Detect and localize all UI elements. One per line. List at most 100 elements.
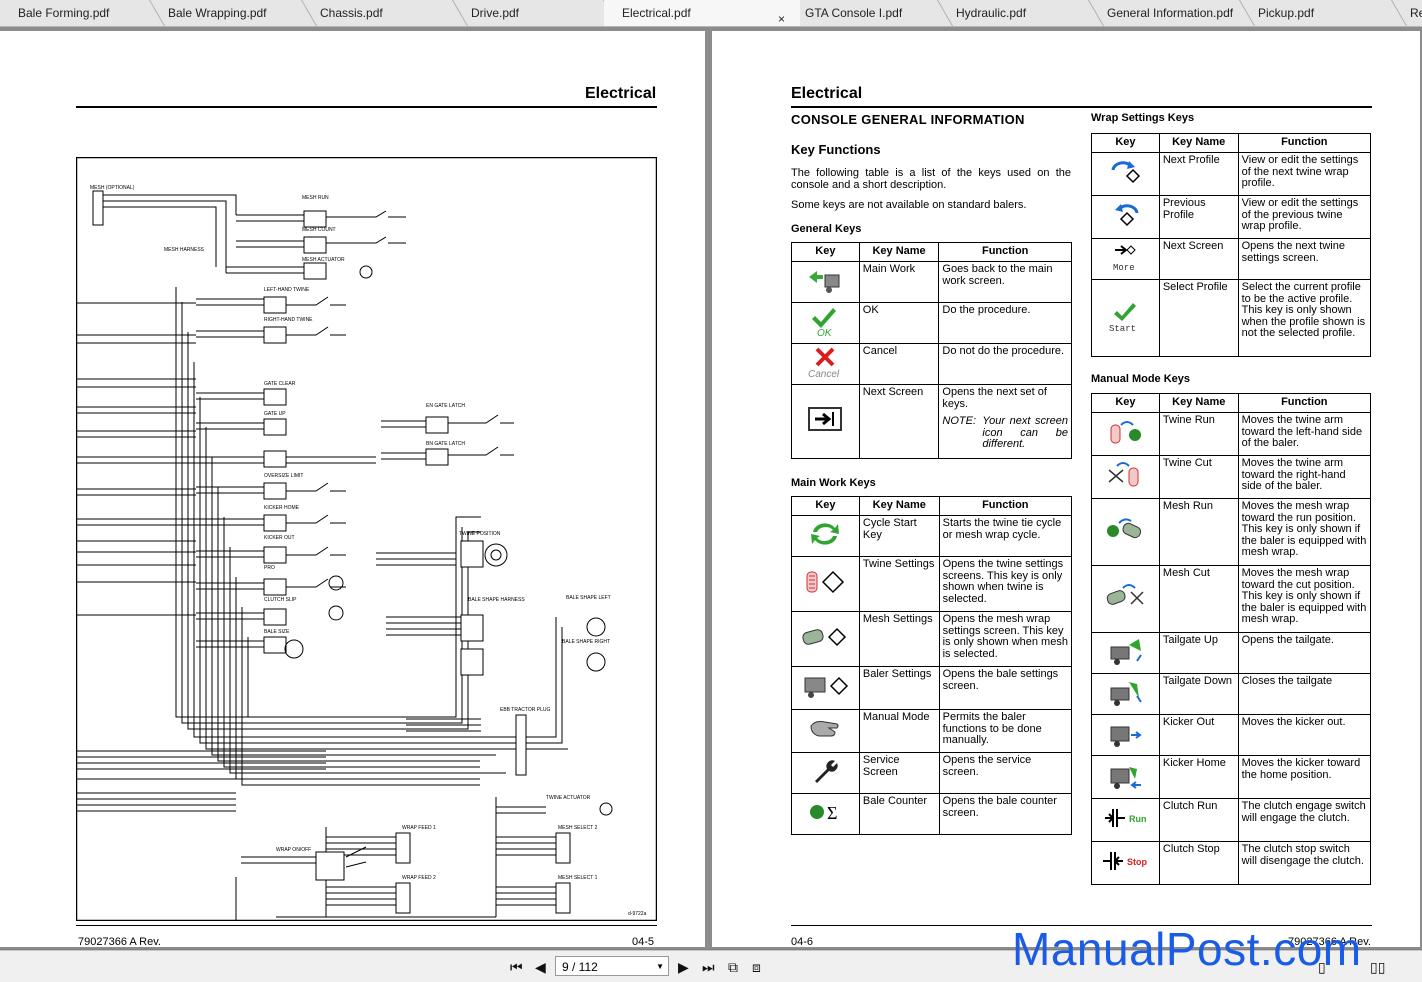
key-function: Goes back to the main work screen. bbox=[938, 261, 1072, 303]
twine-run-icon bbox=[1091, 412, 1160, 456]
table-row: Manual Mode Permits the baler functions … bbox=[791, 709, 1073, 753]
next-screen-icon bbox=[791, 384, 860, 459]
single-page-icon[interactable]: ▯ bbox=[1318, 959, 1326, 975]
tab-label: General Information.pdf bbox=[1107, 6, 1234, 20]
table-row: Main Work Goes back to the main work scr… bbox=[791, 261, 1072, 303]
manual-mode-keys-heading: Manual Mode Keys bbox=[1091, 373, 1191, 385]
key-name: Previous Profile bbox=[1158, 195, 1239, 239]
key-name: Kicker Out bbox=[1158, 714, 1239, 756]
first-page-icon[interactable]: ⏮ bbox=[510, 959, 523, 975]
next-page-icon[interactable]: ▶ bbox=[678, 959, 689, 975]
key-function: Opens the service screen. bbox=[938, 752, 1073, 794]
previous-page-icon[interactable]: ◀ bbox=[535, 959, 546, 975]
document-viewer[interactable]: Electrical bbox=[0, 27, 1422, 949]
cycle-start-icon bbox=[791, 515, 860, 557]
tab-chassis[interactable]: Chassis.pdf bbox=[302, 0, 469, 26]
key-name: Cycle Start Key bbox=[858, 515, 940, 557]
schematic-label: EN GATE LATCH bbox=[426, 403, 465, 409]
table-row: Stop Clutch Stop The clutch stop switch … bbox=[1091, 841, 1372, 885]
tab-label: Bale Wrapping.pdf bbox=[168, 6, 267, 20]
next-profile-icon bbox=[1091, 152, 1160, 196]
more-icon-text: More bbox=[1113, 263, 1135, 273]
key-function: Select the current profile to be the act… bbox=[1237, 279, 1372, 357]
key-name: Kicker Home bbox=[1158, 755, 1239, 799]
col-function: Function bbox=[1237, 133, 1372, 153]
key-function: Opens the mesh wrap settings screen. Thi… bbox=[938, 611, 1073, 667]
table-row: OK OK Do the procedure. bbox=[791, 302, 1072, 344]
key-name: Manual Mode bbox=[858, 709, 940, 753]
schematic-label: TWINE ACTUATOR bbox=[546, 795, 591, 801]
key-function: Do not do the procedure. bbox=[938, 343, 1072, 385]
header-rule bbox=[791, 106, 1372, 108]
key-name: Mesh Cut bbox=[1158, 565, 1239, 633]
tab-hydraulic[interactable]: Hydraulic.pdf bbox=[938, 0, 1105, 26]
schematic-label: RIGHT-HAND TWINE bbox=[264, 317, 313, 323]
baler-settings-icon bbox=[791, 666, 860, 710]
tab-label: Bale Forming.pdf bbox=[18, 6, 110, 20]
key-function: Opens the next twine settings screen. bbox=[1237, 238, 1372, 280]
cancel-icon-text: Cancel bbox=[808, 369, 840, 379]
two-page-icon[interactable]: ▯▯ bbox=[1370, 959, 1386, 975]
schematic-label: WRAP ON/OFF bbox=[276, 847, 311, 853]
tab-electrical[interactable]: Electrical.pdf× bbox=[604, 0, 800, 26]
table-row: Next Screen Opens the next set of keys. … bbox=[791, 384, 1072, 459]
kicker-home-icon bbox=[1091, 755, 1160, 799]
tab-gta-console[interactable]: GTA Console I.pdf bbox=[787, 0, 954, 26]
key-name: OK bbox=[858, 302, 940, 344]
tab-bale-wrapping[interactable]: Bale Wrapping.pdf bbox=[150, 0, 318, 26]
key-name: Service Screen bbox=[858, 752, 940, 794]
figure-id: d-9722a bbox=[628, 911, 647, 917]
page-title: Electrical bbox=[585, 85, 657, 102]
tab-general-information[interactable]: General Information.pdf bbox=[1089, 0, 1256, 26]
last-page-icon[interactable]: ⏭ bbox=[702, 959, 715, 975]
tab-drive[interactable]: Drive.pdf bbox=[453, 0, 620, 26]
tab-overflow[interactable]: Re bbox=[1392, 0, 1422, 26]
key-function: Opens the next set of keys. bbox=[942, 386, 1047, 410]
intro-paragraph: The following table is a list of the key… bbox=[791, 167, 1071, 191]
mesh-settings-icon bbox=[791, 611, 860, 667]
footer-rule bbox=[76, 925, 657, 926]
schematic-label: MESH ACTUATOR bbox=[302, 257, 345, 263]
chevron-down-icon[interactable]: ▼ bbox=[656, 962, 664, 971]
wrap-settings-keys-heading: Wrap Settings Keys bbox=[1091, 112, 1195, 124]
table-row: Previous Profile View or edit the settin… bbox=[1091, 195, 1372, 239]
ok-icon-text: OK bbox=[817, 328, 833, 338]
schematic-label: BALE SIZE bbox=[264, 629, 290, 635]
schematic-label: WRAP FEED 1 bbox=[402, 825, 436, 831]
fit-page-icon[interactable]: ⧉ bbox=[728, 959, 738, 975]
key-function: Do the procedure. bbox=[938, 302, 1072, 344]
key-function: Moves the mesh wrap toward the run posit… bbox=[1237, 498, 1372, 566]
col-function: Function bbox=[938, 242, 1072, 262]
mesh-cut-icon bbox=[1091, 565, 1160, 633]
page-04-5: Electrical bbox=[0, 31, 705, 948]
tab-label: Re bbox=[1410, 6, 1422, 20]
wiring-schematic: MESH (OPTIONAL) MESH HARNESS MESH RUN ME… bbox=[76, 157, 657, 921]
key-function: Moves the twine arm toward the right-han… bbox=[1237, 455, 1372, 499]
close-icon[interactable]: × bbox=[778, 12, 786, 26]
bale-counter-icon: Σ bbox=[791, 793, 860, 835]
header-rule bbox=[76, 106, 657, 108]
key-name: Tailgate Down bbox=[1158, 673, 1239, 715]
service-wrench-icon bbox=[791, 752, 860, 794]
footer-left: 79027366 A Rev. bbox=[78, 936, 161, 948]
tab-bale-forming[interactable]: Bale Forming.pdf bbox=[0, 0, 166, 26]
key-function: View or edit the settings of the previou… bbox=[1237, 195, 1372, 239]
note-text: Your next screen icon can be different. bbox=[982, 415, 1068, 450]
key-function: Moves the twine arm toward the left-hand… bbox=[1237, 412, 1372, 456]
manual-mode-icon bbox=[791, 709, 860, 753]
fit-width-icon[interactable]: ⧈ bbox=[752, 959, 761, 975]
col-key-name: Key Name bbox=[1158, 393, 1239, 413]
tab-label: Drive.pdf bbox=[471, 6, 520, 20]
tab-pickup[interactable]: Pickup.pdf bbox=[1240, 0, 1408, 26]
key-name: Mesh Run bbox=[1158, 498, 1239, 566]
key-name: Main Work bbox=[858, 261, 940, 303]
col-key: Key bbox=[791, 242, 860, 262]
page-number-input[interactable]: 9 / 112▼ bbox=[555, 956, 669, 976]
key-name: Cancel bbox=[858, 343, 940, 385]
table-row: Twine Cut Moves the twine arm toward the… bbox=[1091, 455, 1372, 499]
table-row: Kicker Out Moves the kicker out. bbox=[1091, 714, 1372, 756]
schematic-label: TWINE POSITION bbox=[459, 531, 501, 537]
